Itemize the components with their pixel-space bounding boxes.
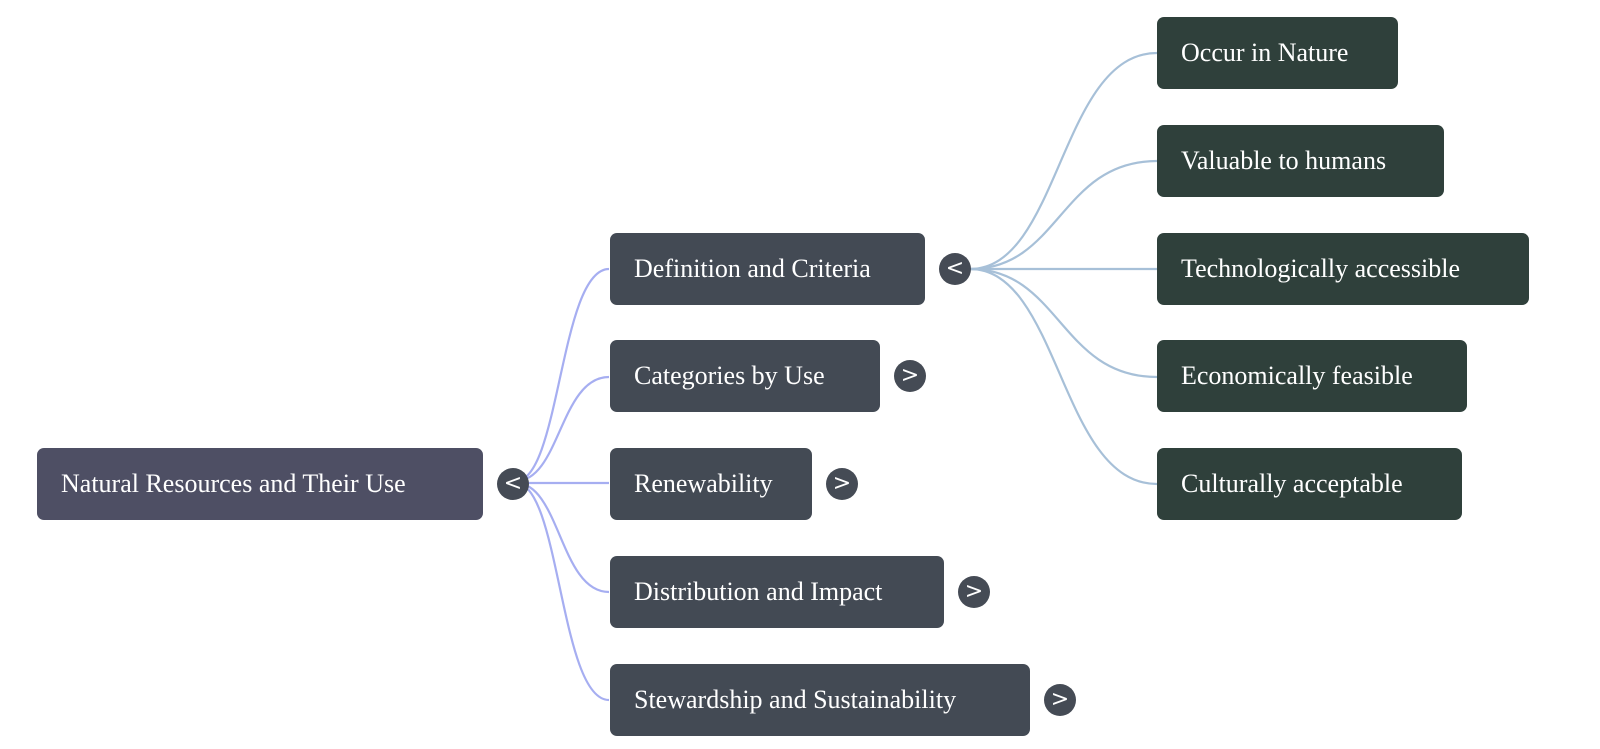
- leaf-valuable-to-humans[interactable]: Valuable to humans: [1157, 125, 1444, 197]
- branch-distribution-and-impact[interactable]: Distribution and Impact: [610, 556, 944, 628]
- leaf-culturally-acceptable[interactable]: Culturally acceptable: [1157, 448, 1462, 520]
- edge-definition-cultural: [969, 267, 1158, 486]
- edge-root-distribution: [515, 481, 610, 594]
- branch-renewability[interactable]: Renewability: [610, 448, 812, 520]
- edge-definition-economic: [969, 267, 1158, 379]
- root-node[interactable]: Natural Resources and Their Use: [37, 448, 483, 520]
- edge-root-stewardship: [515, 481, 610, 702]
- branch-renewability-expand-toggle[interactable]: >: [826, 468, 858, 500]
- branch-distribution-expand-toggle[interactable]: >: [958, 576, 990, 608]
- branch-categories-by-use[interactable]: Categories by Use: [610, 340, 880, 412]
- edge-root-definition: [515, 267, 610, 483]
- branch-definition-collapse-toggle[interactable]: <: [939, 253, 971, 285]
- edge-definition-valuable: [969, 159, 1158, 271]
- edge-root-categories: [515, 375, 610, 483]
- edge-definition-occur: [969, 51, 1158, 271]
- branch-stewardship-expand-toggle[interactable]: >: [1044, 684, 1076, 716]
- root-collapse-toggle[interactable]: <: [497, 468, 529, 500]
- branch-definition-and-criteria[interactable]: Definition and Criteria: [610, 233, 925, 305]
- branch-stewardship-and-sustainability[interactable]: Stewardship and Sustainability: [610, 664, 1030, 736]
- leaf-technologically-accessible[interactable]: Technologically accessible: [1157, 233, 1529, 305]
- leaf-occur-in-nature[interactable]: Occur in Nature: [1157, 17, 1398, 89]
- leaf-economically-feasible[interactable]: Economically feasible: [1157, 340, 1467, 412]
- branch-categories-expand-toggle[interactable]: >: [894, 360, 926, 392]
